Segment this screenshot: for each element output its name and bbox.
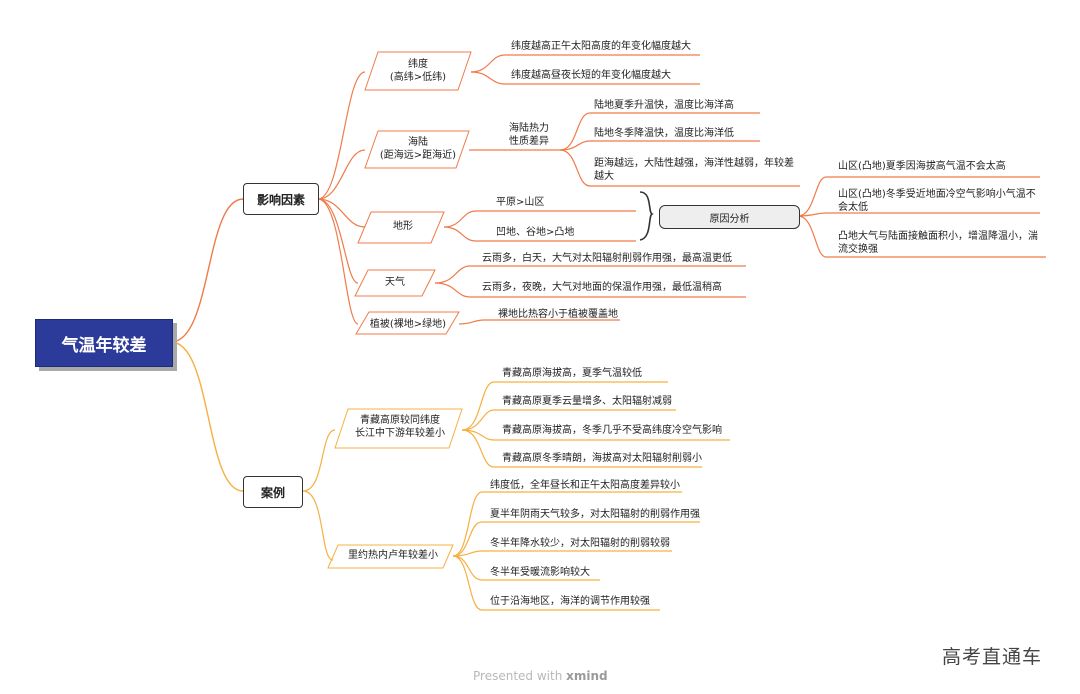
connector-factors-vegetation — [317, 198, 359, 325]
leaf-latitude-1[interactable]: 纬度越高正午太阳高度的年变化幅度越大 — [511, 41, 691, 52]
terrain-node-outline — [357, 211, 445, 244]
leaf-latitude-2[interactable]: 纬度越高昼夜长短的年变化幅度越大 — [511, 70, 671, 81]
connector-factors-landsea — [317, 149, 366, 200]
connector-cases-rio — [302, 490, 334, 561]
connector-factors-terrain — [317, 198, 366, 228]
leaf-rio-5[interactable]: 位于沿海地区，海洋的调节作用较强 — [490, 596, 650, 607]
connector-factors-latitude — [317, 71, 366, 200]
leaf-landsea-1[interactable]: 陆地夏季升温快，温度比海洋高 — [594, 100, 734, 111]
leaf-qinghai-1[interactable]: 青藏高原海拔高，夏季气温较低 — [502, 368, 642, 379]
watermark-text: 高考直通车 — [942, 646, 1043, 668]
topic-landsea-thermal[interactable]: 海陆热力 性质差异 — [509, 123, 549, 147]
leaf-weather-2[interactable]: 云雨多，夜晚，大气对地面的保温作用强，最低温稍高 — [482, 282, 722, 293]
connector-factors-weather — [317, 198, 359, 284]
leaf-terrain-1[interactable]: 平原>山区 — [496, 197, 545, 208]
connector-root-factors — [170, 198, 244, 343]
reason-1[interactable]: 山区(凸地)夏季因海拔高气温不会太高 — [838, 161, 1006, 172]
reason-3[interactable]: 凸地大气与陆面接触面积小，增温降温小，湍流交换强 — [838, 231, 1038, 255]
main-topic-cases[interactable]: 案例 — [243, 476, 303, 508]
leaf-weather-1[interactable]: 云雨多，白天，大气对太阳辐射削弱作用强，最高温更低 — [482, 253, 732, 264]
topic-landsea[interactable]: 海陆 (距海远>距海近) — [379, 137, 457, 161]
root-topic[interactable]: 气温年较差 — [35, 319, 173, 367]
leaf-rio-4[interactable]: 冬半年受暖流影响较大 — [490, 567, 590, 578]
leaf-landsea-2[interactable]: 陆地冬季降温快，温度比海洋低 — [594, 128, 734, 139]
qinghai-node-outline — [334, 408, 463, 449]
topic-vegetation[interactable]: 植被(裸地>绿地) — [369, 319, 447, 330]
reason-2[interactable]: 山区(凸地)冬季受近地面冷空气影响小气温不会太低 — [838, 189, 1036, 213]
leaf-terrain-2[interactable]: 凹地、谷地>凸地 — [496, 227, 575, 238]
leaf-landsea-3[interactable]: 距海越远，大陆性越强，海洋性越弱，年较差越大 — [594, 158, 794, 182]
leaf-rio-2[interactable]: 夏半年阴雨天气较多，对太阳辐射的削弱作用强 — [490, 509, 700, 520]
leaf-vegetation-1[interactable]: 裸地比热容小于植被覆盖地 — [498, 309, 618, 320]
vegetation-node-outline — [355, 311, 460, 335]
topic-latitude[interactable]: 纬度 (高纬>低纬) — [389, 59, 447, 83]
leaf-qinghai-3[interactable]: 青藏高原海拔高，冬季几乎不受高纬度冷空气影响 — [502, 425, 722, 436]
landsea-node-outline — [364, 130, 470, 169]
presented-with-footer: Presented with xmind — [473, 669, 608, 683]
leaf-qinghai-2[interactable]: 青藏高原夏季云量增多、太阳辐射减弱 — [502, 396, 672, 407]
topic-weather[interactable]: 天气 — [385, 277, 405, 288]
main-topic-factors[interactable]: 影响因素 — [243, 183, 319, 215]
latitude-node-outline — [364, 51, 472, 91]
connector-cases-qinghai — [302, 429, 336, 492]
leaf-rio-1[interactable]: 纬度低，全年昼长和正午太阳高度差异较小 — [490, 480, 680, 491]
leaf-qinghai-4[interactable]: 青藏高原冬季晴朗，海拔高对太阳辐射削弱小 — [502, 453, 702, 464]
rio-node-outline — [327, 544, 454, 569]
reason-analysis-topic[interactable]: 原因分析 — [659, 205, 800, 229]
xmind-wordmark: xmind — [566, 669, 608, 683]
topic-terrain[interactable]: 地形 — [393, 221, 413, 232]
connector-root-cases — [170, 341, 244, 492]
weather-node-outline — [354, 269, 436, 297]
topic-qinghai[interactable]: 青藏高原较同纬度 长江中下游年较差小 — [355, 415, 445, 439]
topic-rio[interactable]: 里约热内卢年较差小 — [348, 550, 438, 561]
terrain-brace — [639, 191, 654, 241]
leaf-rio-3[interactable]: 冬半年降水较少，对太阳辐射的削弱较弱 — [490, 538, 670, 549]
